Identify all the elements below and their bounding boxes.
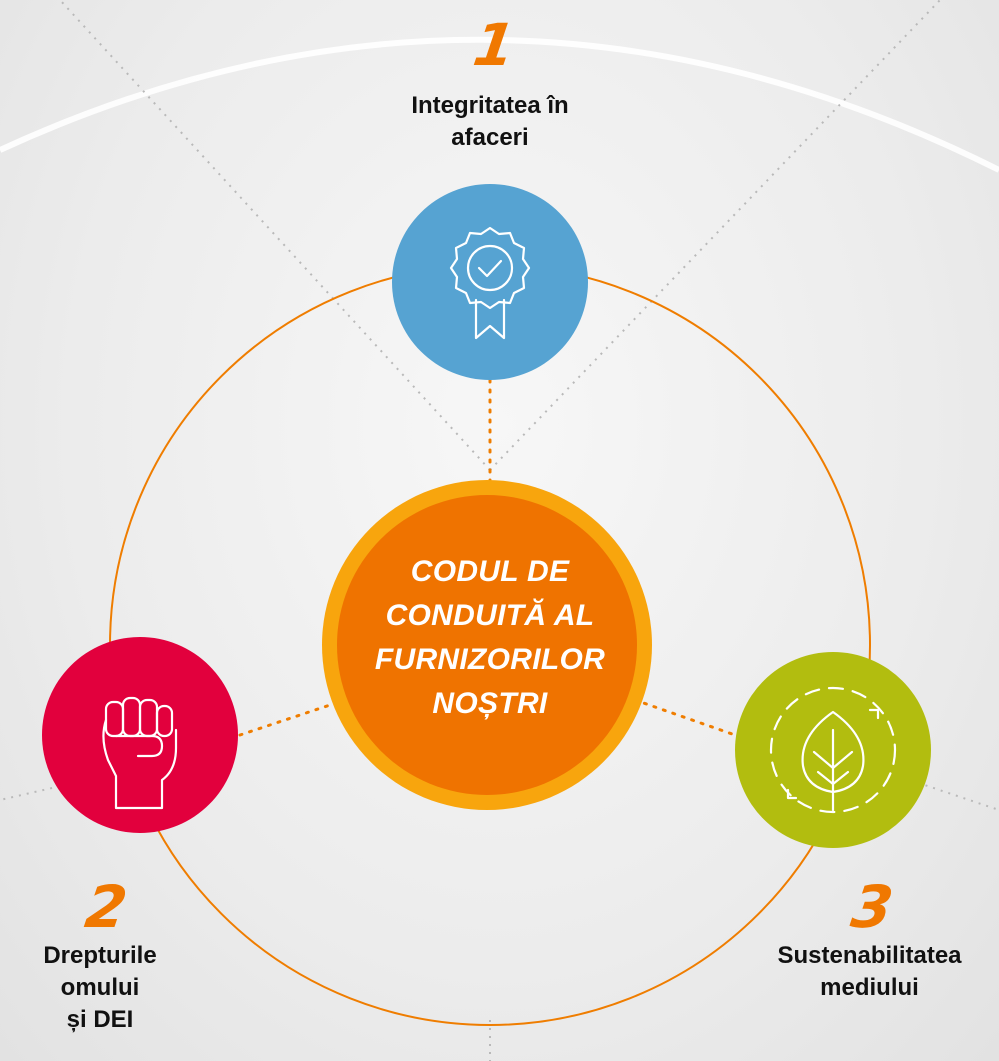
- label-line: Sustenabilitatea: [777, 942, 962, 969]
- item-label-integrity: Integritatea în afaceri: [350, 90, 630, 154]
- item-number-3: 3: [847, 873, 898, 941]
- item-number-2: 2: [81, 873, 132, 941]
- label-line: omului: [60, 974, 140, 1001]
- item-label-sustainability: Sustenabilitatea mediului: [740, 940, 999, 1004]
- center-title: CODUL DE CONDUITĂ AL FURNIZORILOR NOȘTRI: [340, 550, 640, 726]
- award-badge-icon: [449, 226, 531, 340]
- label-line: afaceri: [451, 124, 529, 151]
- label-line: Integritatea în: [411, 92, 569, 119]
- center-title-line: CODUL DE: [410, 555, 570, 588]
- item-number-1: 1: [469, 11, 520, 79]
- center-title-line: CONDUITĂ AL: [385, 599, 595, 632]
- center-circle: [337, 495, 637, 795]
- label-line: și DEI: [66, 1006, 134, 1033]
- raised-fist-icon: [102, 696, 178, 810]
- label-line: mediului: [820, 974, 919, 1001]
- node-sustainability: [735, 652, 931, 848]
- label-line: Drepturile: [43, 942, 157, 969]
- center-title-line: FURNIZORILOR: [374, 643, 606, 676]
- leaf-cycle-icon: [769, 686, 897, 814]
- item-label-human-rights: Drepturile omului și DEI: [0, 940, 200, 1036]
- center-title-line: NOȘTRI: [432, 687, 548, 720]
- node-human-rights: [42, 637, 238, 833]
- node-integrity: [392, 184, 588, 380]
